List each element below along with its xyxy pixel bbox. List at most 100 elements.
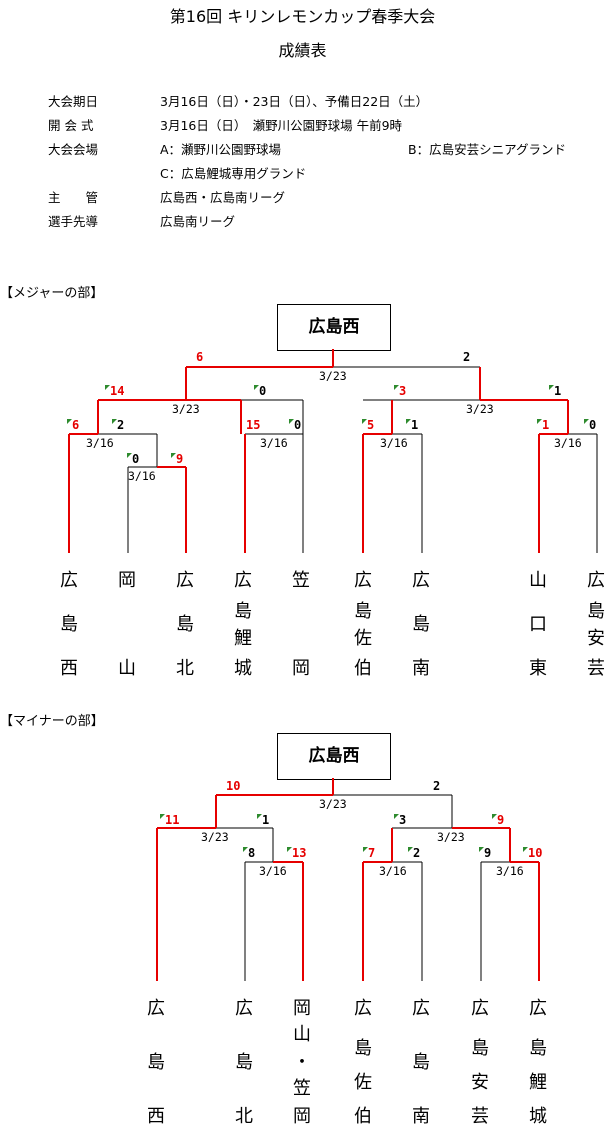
team-char: 南 <box>412 1106 430 1127</box>
match-score: 6 <box>72 418 80 432</box>
match-score: 9 <box>176 452 184 466</box>
major-heading: 【メジャーの部】 <box>0 286 104 301</box>
info-label: 大会会場 <box>48 142 99 157</box>
match-date: 3/16 <box>259 864 287 878</box>
match-score: 1 <box>542 418 550 432</box>
score-marker-icon <box>160 814 165 819</box>
match-date: 3/23 <box>466 402 494 416</box>
team-char: 島 <box>176 614 194 635</box>
info-label: 開 会 式 <box>48 118 94 133</box>
team-char: 北 <box>235 1106 253 1127</box>
team-char: 島 <box>412 614 430 635</box>
match-score: 0 <box>294 418 302 432</box>
team-char: 城 <box>529 1106 547 1127</box>
team-char: 広 <box>529 998 547 1019</box>
page-subtitle: 成績表 <box>278 41 327 60</box>
match-score: 9 <box>497 813 505 827</box>
team-char: 南 <box>412 658 430 679</box>
match-score: 10 <box>226 779 241 793</box>
score-marker-icon <box>171 453 176 458</box>
team-char: 広 <box>235 998 253 1019</box>
match-date: 3/16 <box>554 436 582 450</box>
team-char: 広 <box>354 998 372 1019</box>
team-char: 北 <box>176 658 194 679</box>
team-char: 広 <box>147 998 165 1019</box>
match-score: 1 <box>411 418 419 432</box>
match-score: 3 <box>399 384 407 398</box>
match-date: 3/23 <box>172 402 200 416</box>
match-date: 3/23 <box>437 830 465 844</box>
team-char: 島 <box>60 614 78 635</box>
score-marker-icon <box>492 814 497 819</box>
team-char: 山 <box>118 658 136 679</box>
score-marker-icon <box>406 419 411 424</box>
team-char: 島 <box>412 1052 430 1073</box>
score-marker-icon <box>257 814 262 819</box>
team-char: 芸 <box>471 1106 489 1127</box>
team-char: 岡 <box>293 998 311 1019</box>
team-char: 島 <box>587 601 605 622</box>
team-char: 島 <box>235 1052 253 1073</box>
match-date: 3/23 <box>319 369 347 383</box>
match-score: 3 <box>399 813 407 827</box>
minor-heading: 【マイナーの部】 <box>0 714 104 729</box>
team-char: 山 <box>293 1024 311 1045</box>
match-date: 3/16 <box>380 436 408 450</box>
match-score: 1 <box>262 813 270 827</box>
team-char: 島 <box>147 1052 165 1073</box>
team-char: 広 <box>587 570 605 591</box>
score-marker-icon <box>289 419 294 424</box>
team-char: 笠 <box>293 1078 311 1099</box>
major-champion-box: 広島西 <box>277 304 391 351</box>
team-char: 口 <box>529 614 547 635</box>
score-marker-icon <box>408 847 413 852</box>
match-score: 6 <box>196 350 204 364</box>
score-marker-icon <box>394 385 399 390</box>
info-value: A：瀬野川公園野球場 <box>160 142 282 157</box>
team-char: 島 <box>529 1038 547 1059</box>
match-score: 0 <box>259 384 267 398</box>
score-marker-icon <box>479 847 484 852</box>
team-char: ・ <box>293 1052 311 1073</box>
score-marker-icon <box>243 847 248 852</box>
team-char: 芸 <box>587 658 605 679</box>
team-char: 鯉 <box>234 628 252 649</box>
team-char: 島 <box>354 1038 372 1059</box>
team-char: 佐 <box>354 628 372 649</box>
score-marker-icon <box>363 847 368 852</box>
match-score: 2 <box>117 418 125 432</box>
team-char: 鯉 <box>529 1072 547 1093</box>
match-score: 13 <box>292 846 307 860</box>
info-value: C：広島鯉城専用グランド <box>160 166 307 181</box>
team-char: 城 <box>234 658 252 679</box>
team-char: 岡 <box>293 1106 311 1127</box>
team-char: 広 <box>234 570 252 591</box>
match-score: 0 <box>589 418 597 432</box>
info-value: 3月16日（日）・23日（日）、予備日22日（土） <box>160 94 429 109</box>
team-char: 島 <box>354 601 372 622</box>
team-char: 安 <box>471 1072 489 1093</box>
score-marker-icon <box>394 814 399 819</box>
match-score: 2 <box>433 779 441 793</box>
team-char: 広 <box>471 998 489 1019</box>
match-score: 10 <box>528 846 543 860</box>
match-score: 14 <box>110 384 125 398</box>
match-score: 2 <box>463 350 471 364</box>
match-score: 5 <box>367 418 375 432</box>
info-value-venue-b: B：広島安芸シニアグランド <box>408 142 566 157</box>
team-char: 広 <box>412 570 430 591</box>
team-char: 島 <box>471 1038 489 1059</box>
match-date: 3/23 <box>201 830 229 844</box>
match-date: 3/16 <box>260 436 288 450</box>
score-marker-icon <box>67 419 72 424</box>
score-marker-icon <box>105 385 110 390</box>
team-char: 佐 <box>354 1072 372 1093</box>
team-char: 広 <box>354 570 372 591</box>
team-char: 広 <box>60 570 78 591</box>
match-score: 2 <box>413 846 421 860</box>
info-label: 選手先導 <box>48 214 99 229</box>
info-label: 大会期日 <box>48 94 99 109</box>
score-marker-icon <box>537 419 542 424</box>
score-marker-icon <box>523 847 528 852</box>
info-value: 広島南リーグ <box>160 214 236 229</box>
